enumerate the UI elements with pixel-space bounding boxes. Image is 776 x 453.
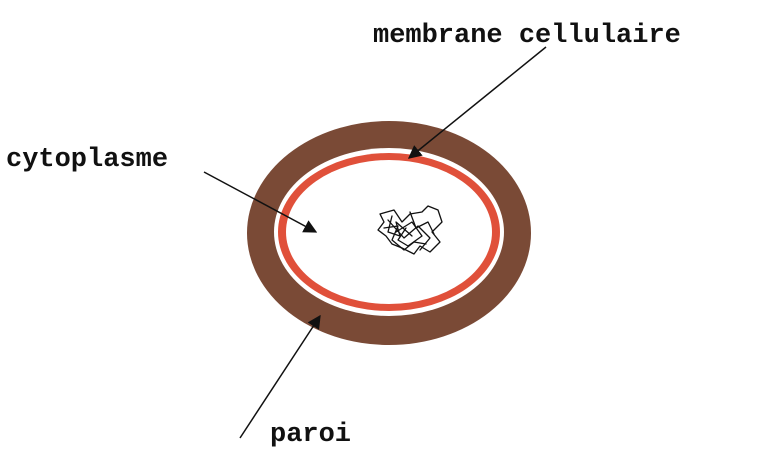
cytoplasm-arrow xyxy=(203,171,318,233)
membrane-label: membrane cellulaire xyxy=(373,21,681,51)
wall-label: paroi xyxy=(270,420,351,450)
cytoplasm-label: cytoplasme xyxy=(6,145,168,175)
membrane-arrow xyxy=(407,46,547,159)
wall-arrow xyxy=(239,314,321,439)
dna-nucleoid xyxy=(377,205,443,255)
